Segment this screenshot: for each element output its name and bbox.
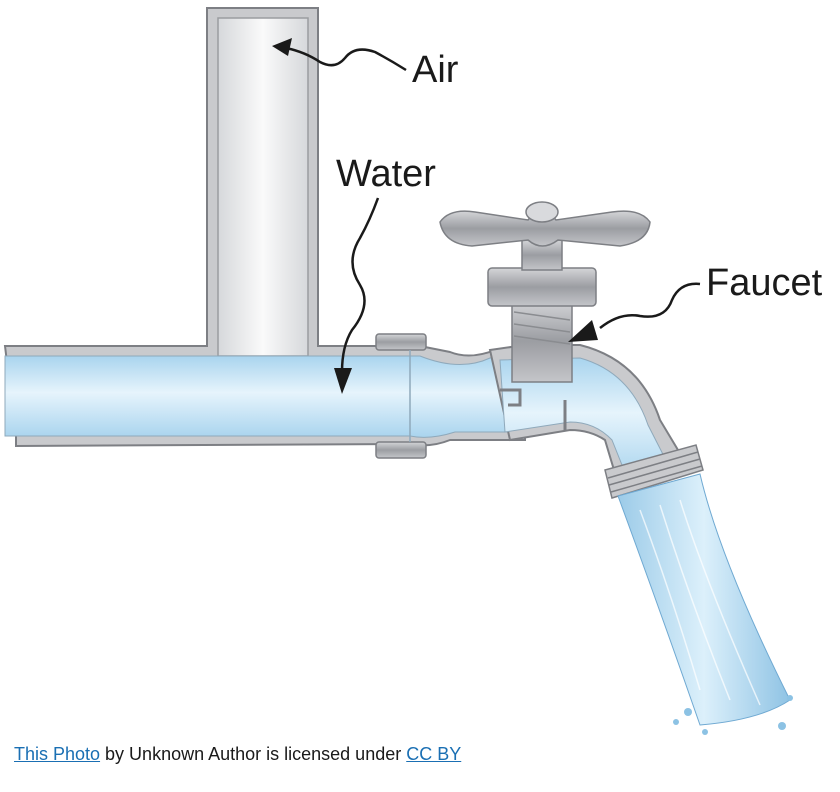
packing-nut bbox=[487, 267, 597, 307]
image-attribution: This Photo by Unknown Author is licensed… bbox=[14, 744, 461, 765]
air-column bbox=[217, 17, 309, 357]
attribution-text: by Unknown Author is licensed under bbox=[100, 744, 407, 764]
water-label: Water bbox=[336, 153, 436, 195]
water-leader-line bbox=[340, 197, 380, 373]
air-leader-line bbox=[285, 46, 407, 72]
license-link[interactable]: CC BY bbox=[406, 744, 462, 764]
photo-link[interactable]: This Photo bbox=[14, 744, 101, 764]
faucet-label: Faucet bbox=[706, 262, 823, 304]
water-in-pipe bbox=[4, 355, 516, 438]
stem-neck bbox=[521, 239, 563, 271]
spout-threads bbox=[604, 444, 704, 499]
splash-droplets bbox=[673, 695, 793, 735]
valve-seat bbox=[500, 388, 567, 430]
water-arrowhead-icon bbox=[334, 368, 352, 394]
coupling-bottom-nut bbox=[375, 441, 427, 459]
plumbing-diagram: Air Water Faucet bbox=[3, 7, 823, 735]
faucet-leader-line bbox=[599, 282, 701, 329]
faucet-arrowhead-icon bbox=[568, 320, 598, 342]
air-label: Air bbox=[412, 49, 459, 91]
faucet-water bbox=[499, 357, 671, 481]
faucet-handle[interactable] bbox=[439, 210, 651, 247]
stem-threads bbox=[513, 311, 571, 345]
handle-cap bbox=[525, 201, 559, 223]
stream-highlights bbox=[639, 499, 761, 706]
water-stream bbox=[617, 473, 791, 726]
air-arrowhead-icon bbox=[272, 38, 292, 56]
coupling-top-nut bbox=[375, 333, 427, 351]
